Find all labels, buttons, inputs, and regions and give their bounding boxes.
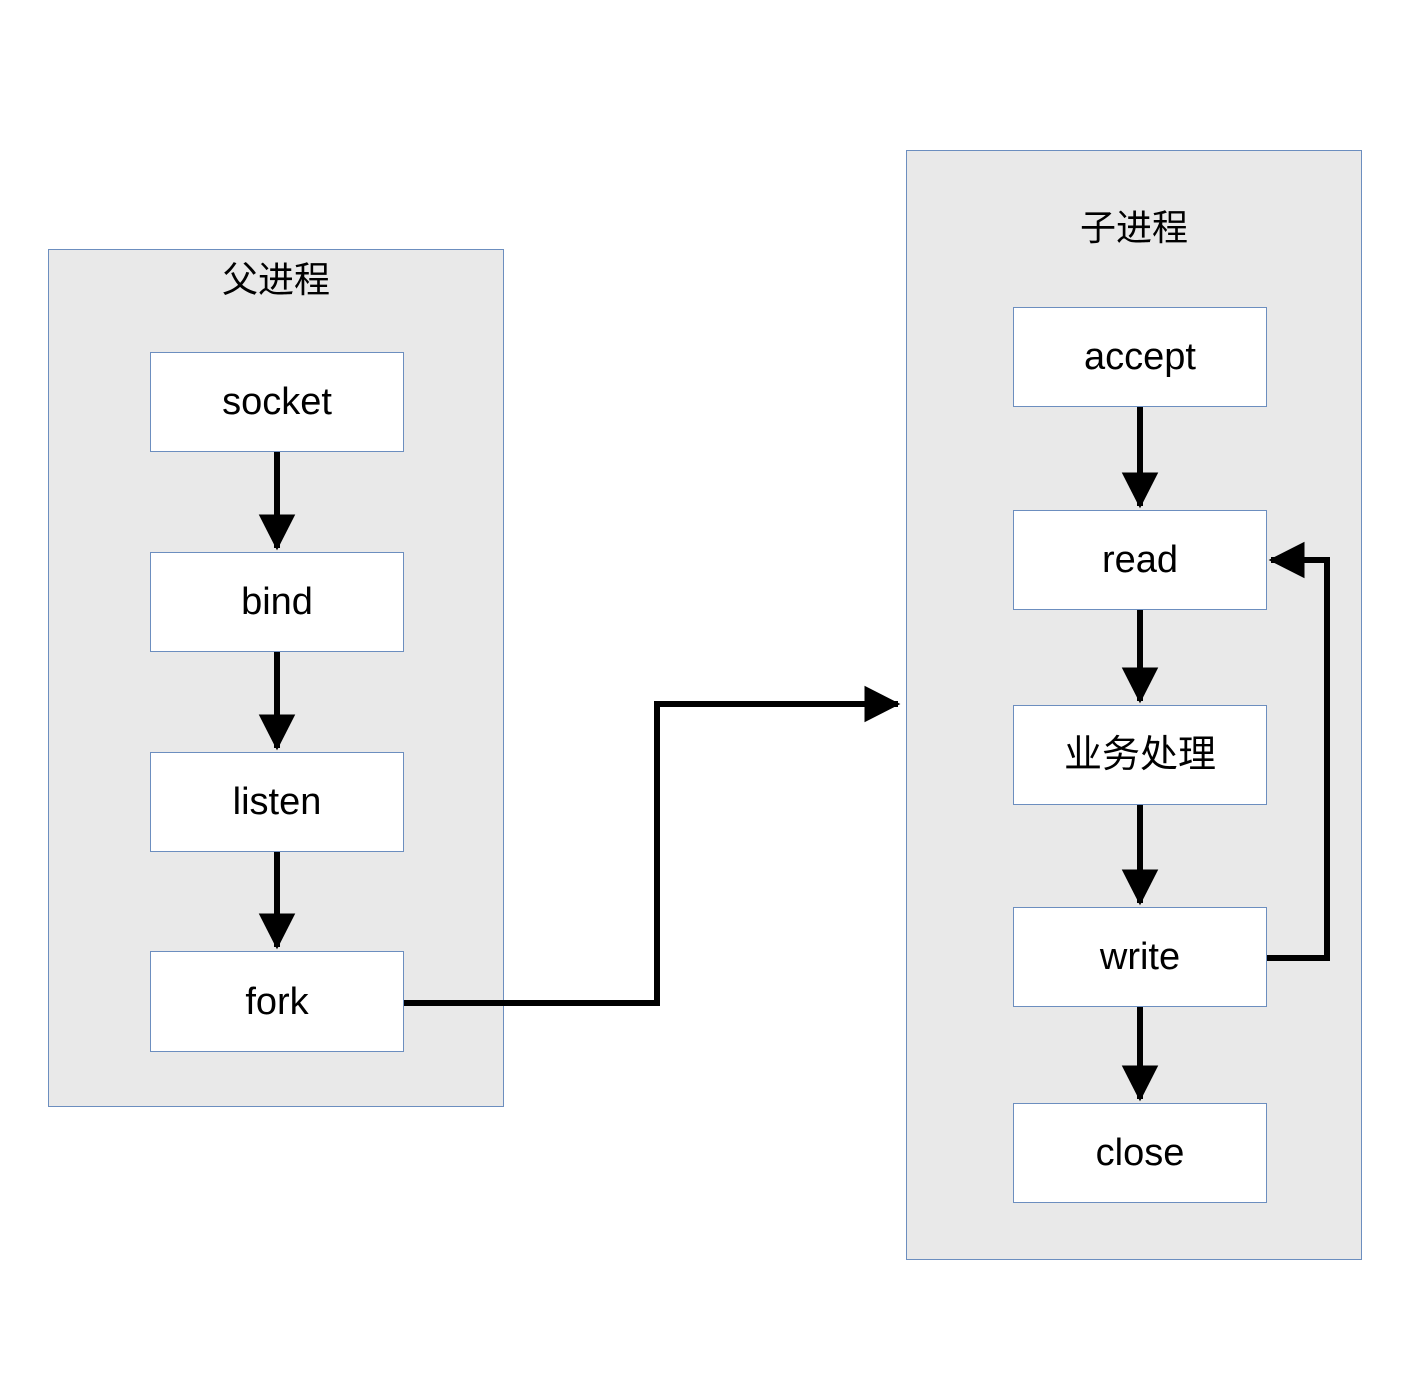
node-listen-label: listen (232, 781, 322, 823)
node-fork[interactable]: fork (150, 951, 404, 1052)
node-read[interactable]: read (1013, 510, 1267, 610)
node-socket[interactable]: socket (150, 352, 404, 452)
node-accept[interactable]: accept (1013, 307, 1267, 407)
node-write-label: write (1099, 936, 1181, 978)
node-close-label: close (1095, 1132, 1185, 1174)
node-close[interactable]: close (1013, 1103, 1267, 1203)
node-bind-label: bind (241, 581, 313, 623)
panel-parent-process-title: 父进程 (221, 259, 330, 300)
node-accept-label: accept (1084, 336, 1196, 378)
node-write[interactable]: write (1013, 907, 1267, 1007)
node-business-handling[interactable]: 业务处理 (1013, 705, 1267, 805)
panel-child-process-title: 子进程 (1079, 207, 1188, 248)
node-business-handling-label: 业务处理 (1063, 734, 1216, 776)
node-fork-label: fork (245, 980, 309, 1023)
node-read-label: read (1101, 539, 1179, 581)
node-socket-label: socket (222, 381, 332, 423)
node-listen[interactable]: listen (150, 752, 404, 852)
node-bind[interactable]: bind (150, 552, 404, 652)
